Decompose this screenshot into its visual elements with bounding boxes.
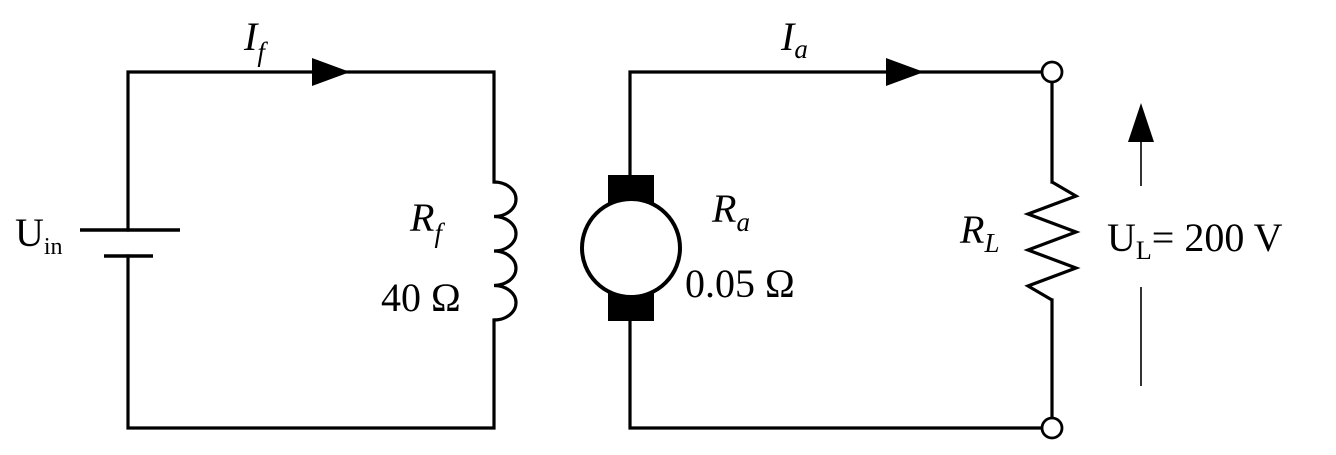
field-circuit: If Uin Rf 40 Ω (15, 14, 518, 430)
armature-resistance-label: Ra (711, 186, 750, 237)
armature-resistance-value: 0.05 Ω (685, 261, 795, 306)
armature-wire-top (628, 70, 1042, 177)
field-coil (493, 180, 518, 322)
load-voltage-label: UL= 200 V (1107, 215, 1283, 265)
armature-current-arrow-icon (886, 58, 924, 86)
voltage-arrow-icon (1128, 103, 1154, 142)
field-current-arrow-icon (312, 58, 350, 86)
armature-circuit: Ia Ra 0.05 Ω RL UL= 200 V (580, 14, 1283, 440)
armature-wire-bottom (628, 318, 1042, 430)
field-current-label: If (243, 14, 268, 67)
field-resistance-label: Rf (409, 195, 445, 248)
field-wire (126, 70, 496, 232)
load-resistance-label: RL (959, 207, 999, 258)
terminal-bottom (1040, 416, 1064, 440)
armature-icon (580, 197, 682, 299)
load-resistor (1023, 180, 1081, 302)
terminal-top (1040, 60, 1064, 84)
battery-source (80, 228, 180, 258)
armature-current-label: Ia (780, 14, 808, 64)
source-voltage-label: Uin (15, 210, 63, 260)
field-wire-bottom (126, 254, 496, 430)
field-resistance-value: 40 Ω (381, 275, 461, 320)
dc-machine (580, 175, 682, 321)
